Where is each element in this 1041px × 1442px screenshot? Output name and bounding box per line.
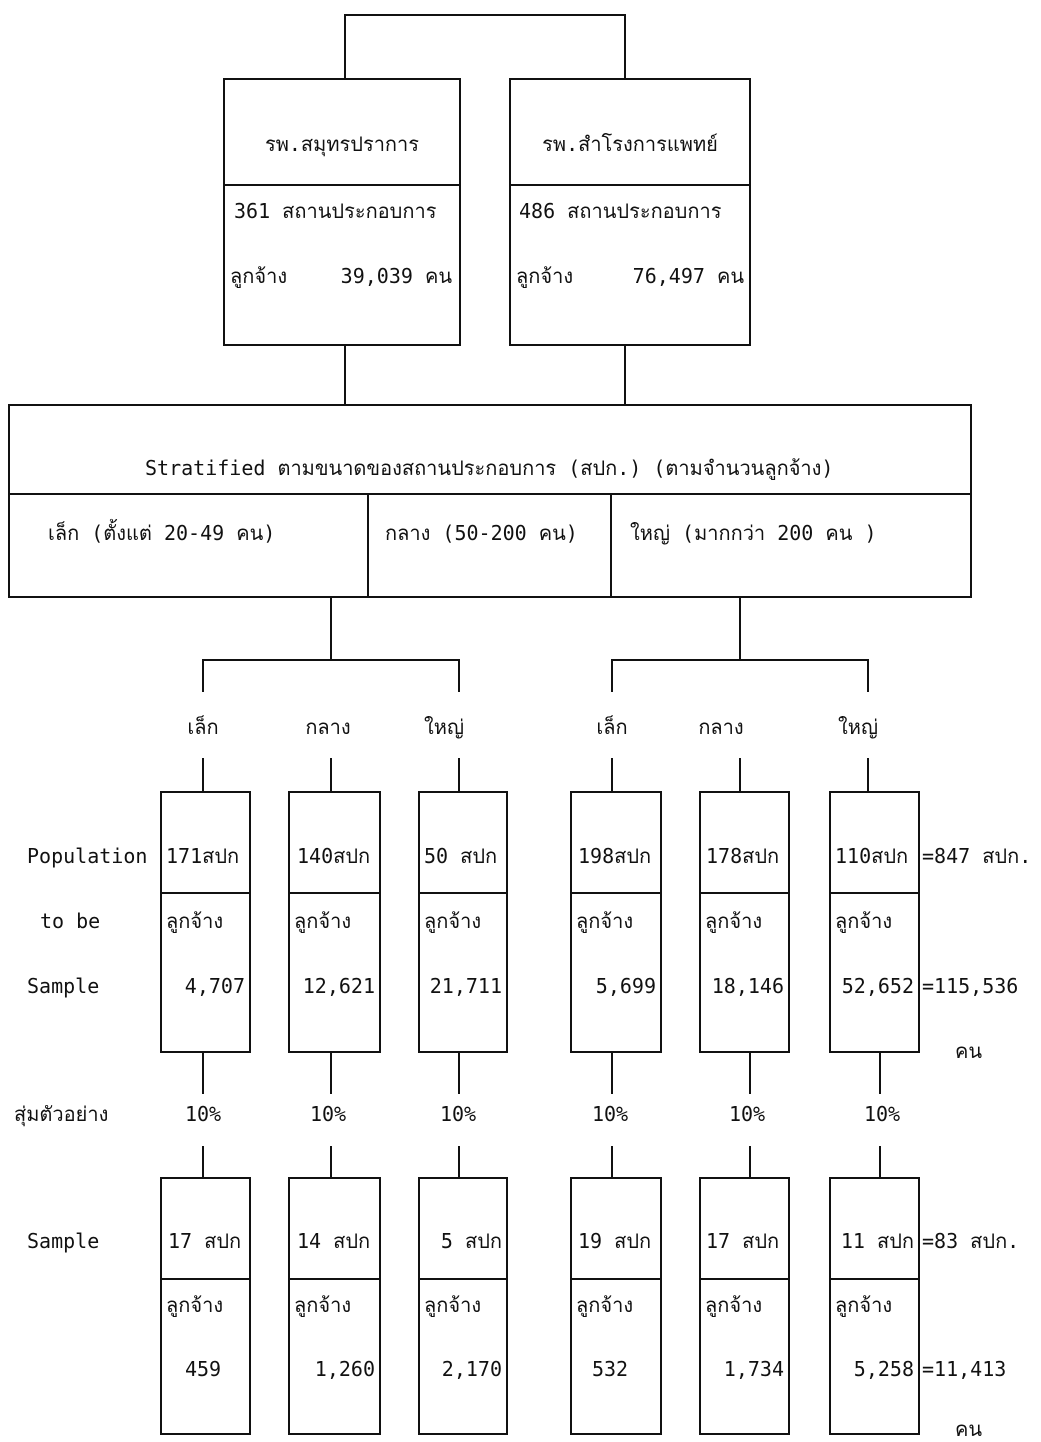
branch-connectors: [202, 597, 869, 692]
size-label: เล็ก: [596, 714, 627, 739]
population-total-emp: =115,536: [922, 974, 1018, 998]
row-label-sample: Sample: [27, 1229, 99, 1253]
population-estab: 178สปก: [706, 844, 779, 868]
sample-emp: 459: [185, 1357, 221, 1381]
population-emp-label: ลูกจ้าง: [705, 909, 762, 934]
sampling-rate: 10%: [592, 1102, 628, 1126]
sample-emp-label: ลูกจ้าง: [424, 1293, 481, 1318]
sample-box: 14 สปก ลูกจ้าง 1,260: [288, 1177, 381, 1435]
label-to-population-connectors: [202, 758, 869, 792]
hospital-employees-value: 76,497 คน: [633, 264, 745, 288]
hospital-box-samutprakan: รพ.สมุทรปราการ 361 สถานประกอบการ ลูกจ้าง…: [223, 78, 461, 346]
population-emp: 52,652: [842, 974, 914, 998]
sample-box: 5 สปก ลูกจ้าง 2,170: [418, 1177, 508, 1435]
row-label-sampling: สุ่มตัวอย่าง: [14, 1102, 108, 1127]
population-estab: 50 สปก: [424, 844, 497, 868]
stratum-large: ใหญ่ (มากกว่า 200 คน ): [630, 521, 877, 545]
sample-emp-label: ลูกจ้าง: [835, 1293, 892, 1318]
hospital-name: รพ.สมุทรปราการ: [265, 132, 419, 157]
population-box: 140สปก ลูกจ้าง 12,621: [288, 791, 381, 1053]
population-emp-label: ลูกจ้าง: [424, 909, 481, 934]
population-emp-label: ลูกจ้าง: [294, 909, 351, 934]
population-estab: 171สปก: [166, 844, 239, 868]
hospital-establishments: 361 สถานประกอบการ: [234, 199, 437, 223]
top-connector: [344, 14, 626, 79]
sample-emp-label: ลูกจ้าง: [705, 1293, 762, 1318]
hospital-employees-label: ลูกจ้าง: [230, 264, 287, 289]
sample-emp: 1,734: [724, 1357, 784, 1381]
sample-estab: 17 สปก: [706, 1229, 779, 1253]
population-box: 171สปก ลูกจ้าง 4,707: [160, 791, 251, 1053]
population-box: 110สปก ลูกจ้าง 52,652: [829, 791, 920, 1053]
sample-estab: 17 สปก: [168, 1229, 241, 1253]
hospital-employees-label: ลูกจ้าง: [516, 264, 573, 289]
sampling-rate: 10%: [440, 1102, 476, 1126]
population-estab: 110สปก: [835, 844, 908, 868]
stratification-box: Stratified ตามขนาดของสถานประกอบการ (สปก.…: [8, 404, 972, 598]
population-estab: 140สปก: [297, 844, 370, 868]
population-boxes: 171สปก ลูกจ้าง 4,707 140สปก ลูกจ้าง 12,6…: [160, 791, 920, 1053]
population-box: 198สปก ลูกจ้าง 5,699: [570, 791, 662, 1053]
sample-emp: 532: [592, 1357, 628, 1381]
size-label: เล็ก: [187, 714, 218, 739]
sample-estab: 19 สปก: [578, 1229, 651, 1253]
sample-emp: 2,170: [442, 1357, 502, 1381]
sampling-rate: 10%: [864, 1102, 900, 1126]
sampling-rates: 10% 10% 10% 10% 10% 10%: [185, 1102, 900, 1126]
stratification-title: Stratified ตามขนาดของสถานประกอบการ (สปก.…: [145, 456, 833, 481]
stratum-small: เล็ก (ตั้งแต่ 20-49 คน): [48, 519, 275, 545]
sample-total-emp: =11,413: [922, 1357, 1006, 1381]
sample-box: 17 สปก ลูกจ้าง 459: [160, 1177, 251, 1435]
sample-total-unit: คน: [955, 1417, 982, 1441]
rate-to-sample-connectors: [202, 1146, 881, 1178]
sample-box: 17 สปก ลูกจ้าง 1,734: [699, 1177, 790, 1435]
hospital-employees-value: 39,039 คน: [341, 264, 453, 288]
sample-emp: 5,258: [854, 1357, 914, 1381]
population-emp-label: ลูกจ้าง: [835, 909, 892, 934]
size-label: กลาง: [698, 715, 743, 739]
hospital-box-samrong: รพ.สำโรงการแพทย์ 486 สถานประกอบการ ลูกจ้…: [509, 78, 751, 346]
population-emp: 5,699: [596, 974, 656, 998]
hospital-name: รพ.สำโรงการแพทย์: [542, 132, 718, 156]
row-label-population: Population: [27, 844, 147, 868]
population-emp: 12,621: [303, 974, 375, 998]
sample-emp-label: ลูกจ้าง: [166, 1293, 223, 1318]
row-label-to-be: to be: [40, 909, 100, 933]
sample-boxes: 17 สปก ลูกจ้าง 459 14 สปก ลูกจ้าง 1,260 …: [160, 1177, 920, 1435]
sample-emp-label: ลูกจ้าง: [576, 1293, 633, 1318]
population-emp-label: ลูกจ้าง: [576, 909, 633, 934]
population-to-rate-connectors: [202, 1052, 881, 1094]
sample-estab: 5 สปก: [441, 1229, 502, 1253]
population-estab: 198สปก: [578, 844, 651, 868]
sample-box: 11 สปก ลูกจ้าง 5,258: [829, 1177, 920, 1435]
sampling-rate: 10%: [729, 1102, 765, 1126]
stratum-medium: กลาง (50-200 คน): [385, 521, 578, 545]
population-box: 50 สปก ลูกจ้าง 21,711: [418, 791, 508, 1053]
row-label-sample-pop: Sample: [27, 974, 99, 998]
sample-estab: 11 สปก: [841, 1229, 914, 1253]
population-total-estab: =847 สปก.: [922, 844, 1031, 868]
size-label: กลาง: [305, 715, 350, 739]
sampling-rate: 10%: [185, 1102, 221, 1126]
size-label: ใหญ่: [424, 715, 464, 739]
sample-box: 19 สปก ลูกจ้าง 532: [570, 1177, 662, 1435]
sampling-rate: 10%: [310, 1102, 346, 1126]
population-emp: 4,707: [185, 974, 245, 998]
sample-emp: 1,260: [315, 1357, 375, 1381]
population-emp: 21,711: [430, 974, 502, 998]
population-total-unit: คน: [955, 1039, 982, 1063]
population-emp: 18,146: [712, 974, 784, 998]
size-label: ใหญ่: [838, 715, 878, 739]
hospital-establishments: 486 สถานประกอบการ: [519, 199, 722, 223]
population-emp-label: ลูกจ้าง: [166, 909, 223, 934]
sample-total-estab: =83 สปก.: [922, 1229, 1019, 1253]
size-labels: เล็ก กลาง ใหญ่ เล็ก กลาง ใหญ่: [187, 714, 878, 739]
sample-estab: 14 สปก: [297, 1229, 370, 1253]
sample-emp-label: ลูกจ้าง: [294, 1293, 351, 1318]
population-box: 178สปก ลูกจ้าง 18,146: [699, 791, 790, 1053]
